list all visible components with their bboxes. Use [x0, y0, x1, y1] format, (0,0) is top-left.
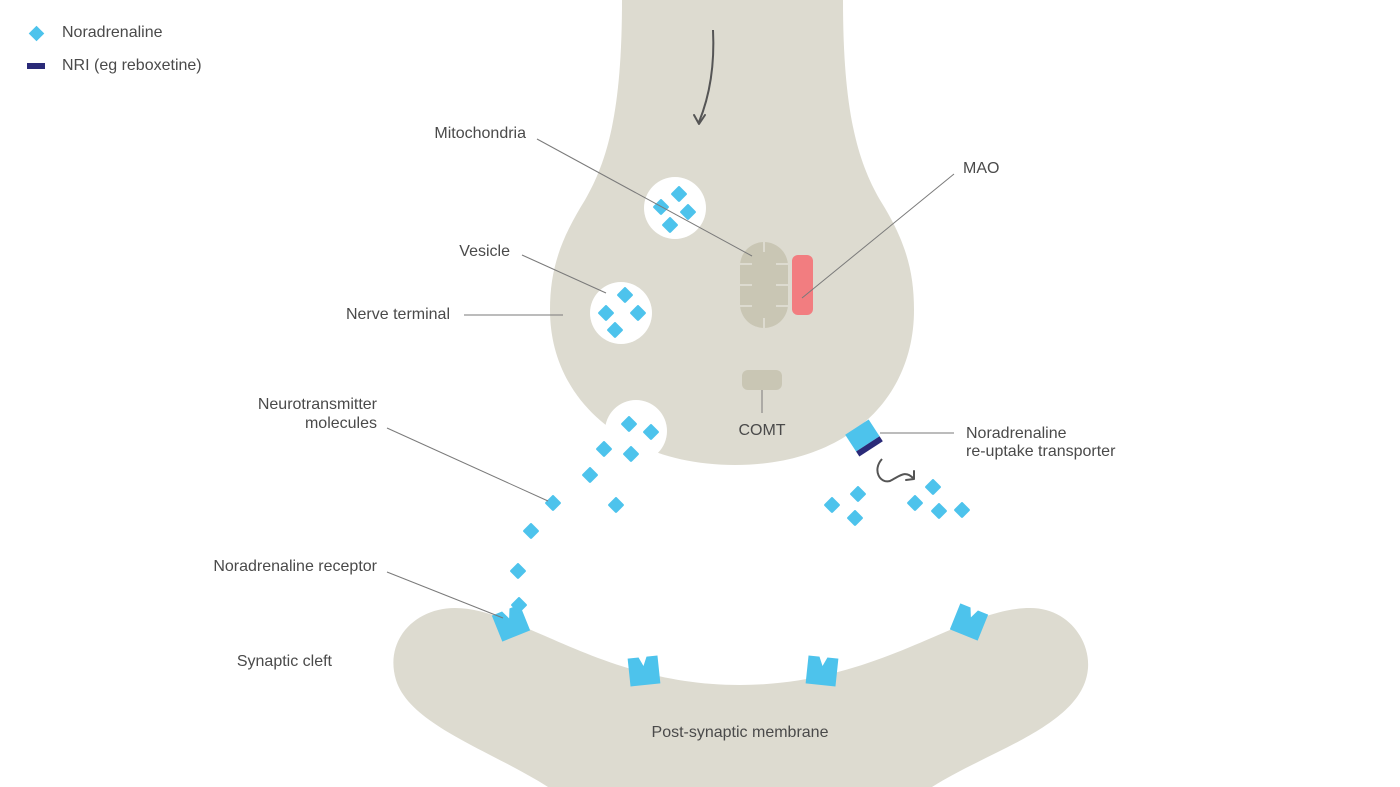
- label-nerve-terminal: Nerve terminal: [346, 306, 450, 323]
- noradrenaline-molecule: [643, 424, 659, 440]
- noradrenaline-molecule: [510, 563, 526, 579]
- receptor-3: [805, 655, 839, 687]
- noradrenaline-molecule: [511, 597, 527, 613]
- noradrenaline-molecule: [671, 186, 687, 202]
- vesicle-1: [644, 177, 706, 239]
- label-mitochondria: Mitochondria: [434, 125, 526, 142]
- noradrenaline-molecule: [623, 446, 639, 462]
- noradrenaline-molecule: [598, 305, 614, 321]
- receptor-4: [949, 603, 989, 641]
- label-synaptic-cleft: Synaptic cleft: [237, 653, 333, 670]
- legend: Noradrenaline NRI (eg reboxetine): [26, 22, 202, 88]
- post-synaptic-membrane-shape: [393, 608, 1089, 787]
- nri-blocker: [856, 436, 883, 457]
- noradrenaline-molecule: [607, 322, 623, 338]
- vesicle-3: [605, 400, 667, 462]
- noradrenaline-molecule: [907, 495, 923, 511]
- noradrenaline-molecule: [582, 467, 598, 483]
- noradrenaline-molecule: [680, 204, 696, 220]
- reuptake-transporter: [845, 419, 883, 457]
- comt-enzyme: [742, 370, 782, 390]
- noradrenaline-molecule: [523, 523, 539, 539]
- leader-lines: [386, 138, 955, 619]
- label-comt: COMT: [738, 422, 785, 439]
- receptors: [491, 603, 989, 687]
- receptor-1: [491, 604, 531, 642]
- noradrenaline-molecule: [596, 441, 612, 457]
- label-receptor: Noradrenaline receptor: [213, 558, 377, 575]
- noradrenaline-molecule: [608, 497, 624, 513]
- signal-arrowhead: [693, 114, 706, 125]
- label-transporter-line1: Noradrenaline: [966, 425, 1067, 442]
- receptor-2: [627, 655, 661, 687]
- label-post-synaptic: Post-synaptic membrane: [652, 724, 829, 741]
- mao-enzyme: [792, 255, 813, 315]
- mitochondria-cristae: [740, 242, 788, 328]
- legend-item-nri: NRI (eg reboxetine): [26, 55, 202, 77]
- noradrenaline-molecule: [847, 510, 863, 526]
- reuptake-arrow: [876, 458, 914, 483]
- noradrenaline-molecule: [954, 502, 970, 518]
- label-neurotransmitter-line2: molecules: [305, 415, 377, 432]
- label-vesicle: Vesicle: [459, 243, 510, 260]
- signal-arrow: [698, 29, 715, 123]
- reuptake-arrowhead: [905, 470, 915, 481]
- noradrenaline-molecule: [630, 305, 646, 321]
- nerve-terminal-shape: [550, 0, 914, 465]
- vesicle-2: [590, 282, 652, 344]
- legend-label-noradrenaline: Noradrenaline: [62, 24, 163, 41]
- noradrenaline-molecule: [850, 486, 866, 502]
- noradrenaline-molecule: [545, 495, 561, 511]
- noradrenaline-molecule: [925, 479, 941, 495]
- label-neurotransmitter-line1: Neurotransmitter: [258, 396, 378, 413]
- label-mao: MAO: [963, 160, 999, 177]
- nri-swatch-icon: [26, 63, 46, 69]
- legend-item-noradrenaline: Noradrenaline: [26, 22, 202, 44]
- noradrenaline-molecule: [662, 217, 678, 233]
- noradrenaline-molecules: [510, 186, 970, 613]
- noradrenaline-swatch-icon: [26, 25, 46, 41]
- noradrenaline-molecule: [617, 287, 633, 303]
- noradrenaline-molecule: [824, 497, 840, 513]
- label-transporter-line2: re-uptake transporter: [966, 443, 1116, 460]
- noradrenaline-molecule: [931, 503, 947, 519]
- noradrenaline-molecule: [621, 416, 637, 432]
- legend-label-nri: NRI (eg reboxetine): [62, 57, 202, 74]
